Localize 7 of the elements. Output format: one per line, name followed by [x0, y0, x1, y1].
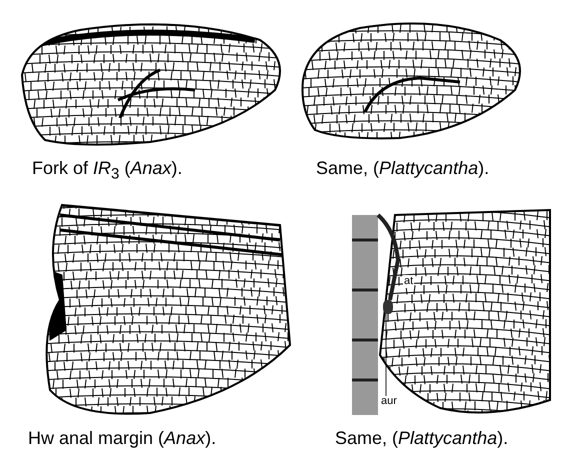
- part-label: at: [403, 275, 414, 288]
- auricle-drawing: [383, 300, 393, 314]
- part-label: aur: [381, 396, 403, 409]
- figure-caption: Same, (Plattycantha).: [316, 158, 490, 179]
- figure-caption: Fork of IR$_{3}$ (Anax).: [32, 158, 182, 183]
- figure-caption: Same, (Plattycantha).: [335, 428, 508, 449]
- figure-caption: Hw anal margin (Anax).: [28, 428, 216, 449]
